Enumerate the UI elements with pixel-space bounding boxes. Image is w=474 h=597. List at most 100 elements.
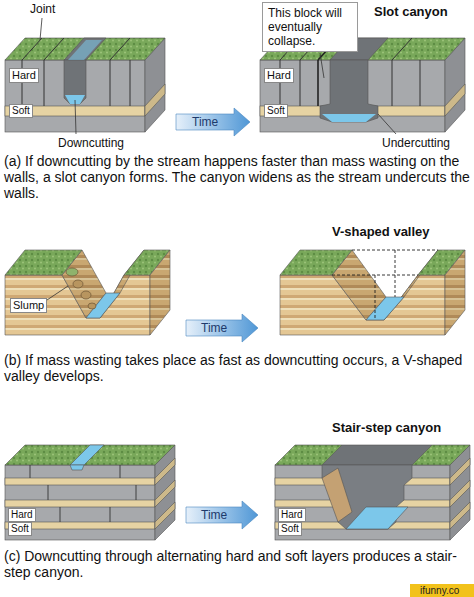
joint-lines xyxy=(22,38,42,60)
layer-label: Hard xyxy=(264,68,294,83)
rock-block xyxy=(5,445,175,465)
layer-label: Soft xyxy=(264,104,288,118)
time-label: Time xyxy=(192,114,218,130)
collapse-crack xyxy=(317,60,319,106)
rock-block xyxy=(322,114,376,122)
rock-block xyxy=(5,60,145,132)
slump-debris xyxy=(88,303,96,309)
leader-line xyxy=(378,114,396,134)
leader-line xyxy=(40,18,42,40)
time-arrow xyxy=(176,108,250,136)
rock-block xyxy=(5,465,155,540)
caption-text: (a) If downcutting by the stream happens… xyxy=(4,153,470,201)
rock-block xyxy=(445,84,465,116)
rock-block xyxy=(275,465,450,540)
joint-lines xyxy=(420,60,421,106)
layer-label: Hard xyxy=(8,508,36,522)
joint-lines xyxy=(60,507,61,522)
rock-block xyxy=(68,40,102,60)
leader-line xyxy=(75,100,76,134)
joint-lines xyxy=(130,60,131,106)
leader-line xyxy=(320,53,324,78)
rock-block xyxy=(155,480,175,507)
rock-block xyxy=(280,250,352,275)
process-label: Downcutting xyxy=(58,136,124,150)
rock-block xyxy=(5,38,165,132)
rock-block xyxy=(366,297,404,320)
rock-block xyxy=(450,480,470,507)
rock-block xyxy=(5,250,170,335)
slump-debris xyxy=(73,280,83,288)
rock-block xyxy=(5,38,165,60)
rock-block xyxy=(155,502,175,529)
slump-debris xyxy=(81,291,91,299)
layer-label: Soft xyxy=(8,522,32,536)
joint-lines xyxy=(280,60,281,106)
layer-label: Hard xyxy=(278,508,306,522)
panel-heading: V-shaped valley xyxy=(332,224,430,240)
rock-block xyxy=(86,293,120,318)
time-arrow xyxy=(186,314,258,342)
slump-label: Slump xyxy=(10,298,47,313)
watermark: ifunny.co xyxy=(420,584,459,597)
watermark-bar xyxy=(410,584,474,597)
leader-line xyxy=(44,286,68,302)
slump-debris xyxy=(66,268,96,309)
joint-lines xyxy=(48,485,49,500)
rock-block xyxy=(412,445,470,465)
rock-block xyxy=(445,250,465,335)
time-arrow xyxy=(186,501,258,529)
rock-block xyxy=(150,250,170,335)
callout-text: This block will eventually collapse. xyxy=(268,6,352,48)
rock-block xyxy=(450,502,470,529)
rock-block xyxy=(275,445,342,465)
panel-heading: Stair-step canyon xyxy=(332,420,441,436)
layer-label: Soft xyxy=(9,104,33,118)
rock-block xyxy=(5,445,175,540)
joint-lines xyxy=(392,38,412,60)
rock-block xyxy=(275,445,470,540)
process-label: Undercutting xyxy=(382,136,450,150)
rock-block xyxy=(64,38,106,60)
panel-heading: Slot canyon xyxy=(374,4,448,20)
joint-lines xyxy=(22,60,23,106)
callout-box: This block will eventually collapse. xyxy=(262,2,358,52)
rock-block xyxy=(322,465,412,529)
rock-block xyxy=(320,60,378,122)
former-surface xyxy=(332,250,438,318)
rock-block xyxy=(70,465,84,470)
slump-debris xyxy=(66,268,78,276)
joint-lines xyxy=(110,38,130,60)
joint-lines xyxy=(300,60,301,106)
time-label: Time xyxy=(201,320,227,336)
rock-block xyxy=(260,38,465,132)
rock-block xyxy=(5,250,82,275)
rock-block xyxy=(70,445,104,465)
joint-lines xyxy=(120,465,121,478)
joint-lines xyxy=(30,465,136,522)
joint-lines xyxy=(44,38,64,60)
caption-text: (c) Downcutting through alternating hard… xyxy=(4,548,470,580)
rock-block xyxy=(260,60,445,132)
joint-lines xyxy=(392,60,393,106)
rock-block xyxy=(5,275,150,335)
caption-text: (b) If mass wasting takes place as fast … xyxy=(4,352,470,384)
rock-block xyxy=(5,478,155,485)
rock-block xyxy=(5,500,155,507)
rock-block xyxy=(346,507,408,529)
joint-lines xyxy=(110,60,111,106)
layer-label: Soft xyxy=(278,522,302,536)
joint-lines xyxy=(44,60,45,106)
rock-block xyxy=(64,60,86,104)
joint-lines xyxy=(30,465,31,478)
rock-block xyxy=(322,468,352,522)
rock-block xyxy=(145,84,165,116)
time-label: Time xyxy=(201,507,227,523)
rock-block xyxy=(280,250,465,335)
joint-lines xyxy=(136,485,137,500)
layer-label: Hard xyxy=(9,68,39,83)
joint-lines xyxy=(110,507,111,522)
joint-label: Joint xyxy=(30,2,55,16)
